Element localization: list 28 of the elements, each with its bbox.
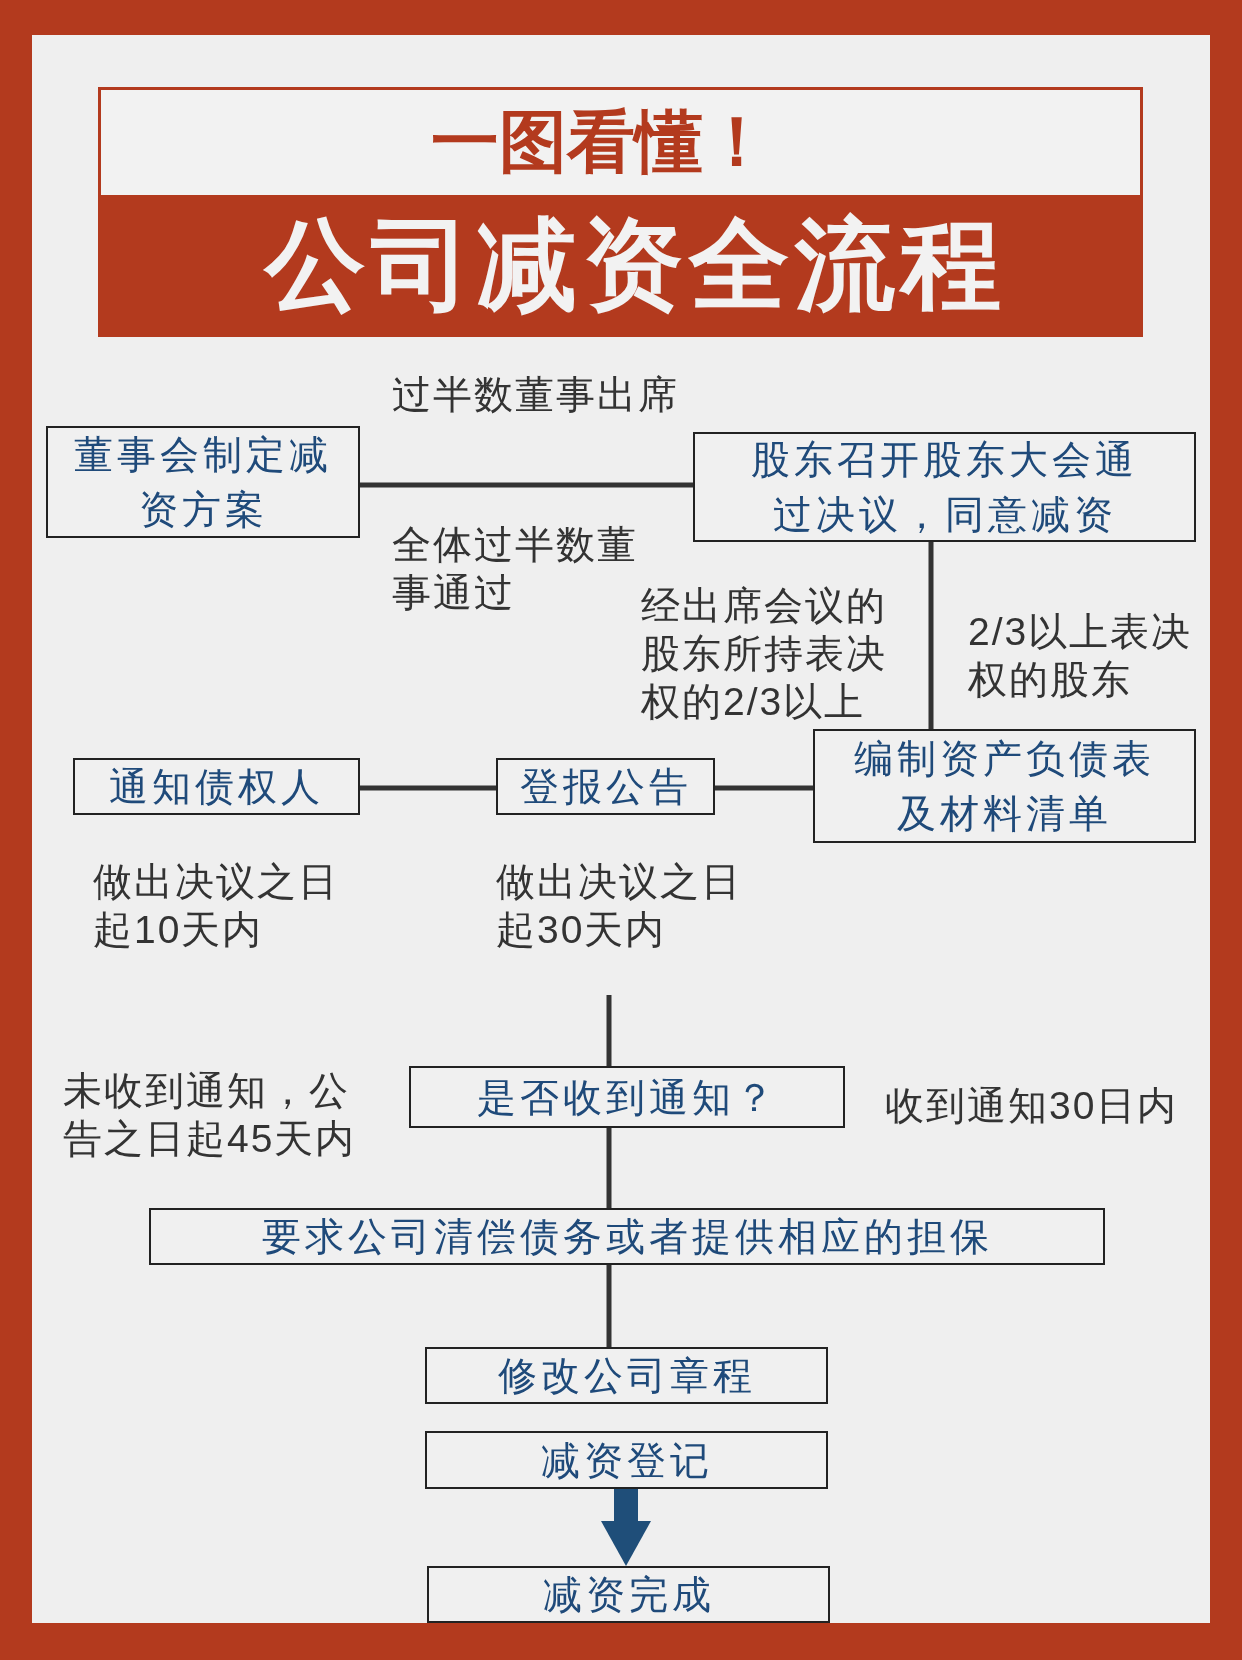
connector-line	[606, 1128, 612, 1208]
process-box: 编制资产负债表及材料清单	[813, 729, 1196, 843]
duration-label: 做出决议之日起30天内	[496, 859, 743, 953]
process-box: 要求公司清偿债务或者提供相应的担保	[149, 1208, 1105, 1265]
condition-label: 2/3以上表决权的股东	[968, 609, 1194, 703]
duration-label: 收到通知30日内	[885, 1083, 1179, 1129]
condition-label: 经出席会议的股东所持表决权的2/3以上	[641, 583, 888, 725]
condition-label: 全体过半数董事通过	[392, 522, 639, 616]
connector-line	[606, 995, 612, 1066]
process-box: 减资登记	[425, 1431, 828, 1489]
duration-label: 未收到通知，公告之日起45天内	[63, 1068, 358, 1162]
process-box: 是否收到通知？	[409, 1066, 845, 1128]
connector-line	[715, 785, 813, 791]
title-band: 公司减资全流程	[98, 195, 1143, 337]
connector-line	[360, 482, 693, 488]
process-box: 通知债权人	[73, 758, 360, 815]
duration-label: 做出决议之日起10天内	[93, 859, 340, 953]
connector-line	[606, 1265, 612, 1347]
process-box: 董事会制定减资方案	[46, 426, 360, 538]
heading-box: 一图看懂！	[98, 87, 1143, 195]
block-arrow	[601, 1489, 651, 1566]
process-box: 修改公司章程	[425, 1347, 828, 1404]
process-box: 减资完成	[427, 1566, 830, 1623]
condition-label: 过半数董事出席	[392, 372, 679, 418]
connector-line	[928, 542, 934, 729]
process-box: 股东召开股东大会通过决议，同意减资	[693, 432, 1196, 542]
process-box: 登报公告	[496, 758, 715, 815]
connector-line	[360, 785, 496, 791]
